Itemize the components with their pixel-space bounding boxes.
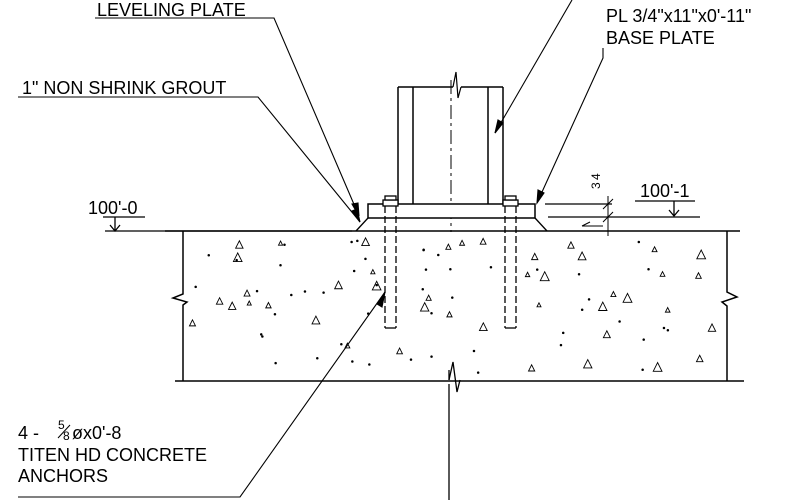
anchor-frac-num: 5 bbox=[58, 418, 65, 432]
elevation-right-label: 100'-1 bbox=[640, 181, 689, 201]
grout-label: 1" NON SHRINK GROUT bbox=[22, 78, 226, 98]
steel-column bbox=[397, 71, 504, 232]
grout-dim-denominator: 4 bbox=[589, 173, 603, 180]
anchor-size: øx0'-8 bbox=[72, 423, 121, 443]
non-shrink-grout bbox=[355, 217, 548, 232]
anchor-type: TITEN HD CONCRETE bbox=[18, 445, 207, 465]
elevation-left-label: 100'-0 bbox=[88, 198, 137, 218]
anchor-label-end: ANCHORS bbox=[18, 466, 108, 486]
fraction-bar bbox=[57, 424, 71, 439]
base-plate-size-label: PL 3/4"x11"x0'-11" bbox=[606, 6, 751, 26]
grout-thickness-dimension bbox=[581, 196, 614, 236]
base-plate-label: BASE PLATE bbox=[606, 28, 715, 48]
base-plate bbox=[367, 203, 536, 219]
anchor-bolt-right bbox=[502, 195, 519, 329]
anchor-frac-den: 8 bbox=[63, 429, 70, 443]
leader-lines bbox=[18, 0, 604, 498]
centerline-break bbox=[448, 361, 461, 500]
grout-dim-numerator: 3 bbox=[589, 182, 603, 189]
anchor-label: 4 - 5 8 øx0'-8 TITEN HD CONCRETE ANCHORS bbox=[18, 418, 207, 486]
concrete-aggregate bbox=[188, 236, 717, 374]
elevation-marker-left bbox=[103, 216, 352, 233]
leveling-plate-label: LEVELING PLATE bbox=[97, 0, 246, 20]
anchor-qty: 4 - bbox=[18, 423, 39, 443]
anchor-bolt-left bbox=[382, 195, 399, 329]
concrete-slab bbox=[165, 230, 744, 382]
elevation-marker-right bbox=[545, 200, 700, 218]
